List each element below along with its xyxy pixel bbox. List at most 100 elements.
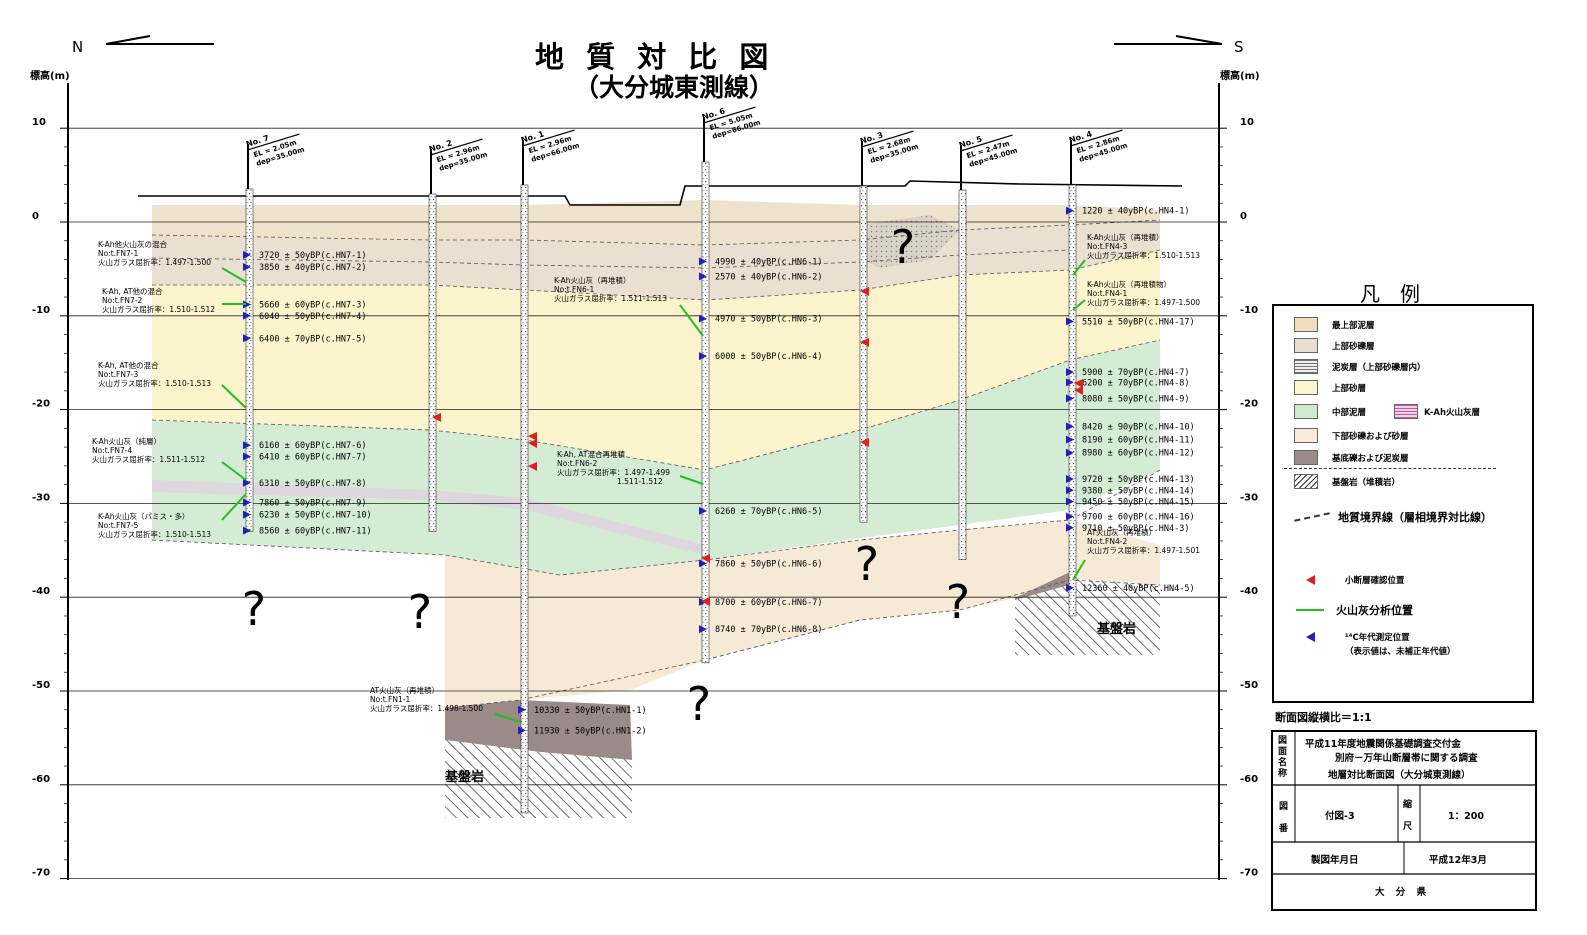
borehole-column <box>859 185 868 523</box>
legend-item: K-Ah火山灰層 <box>1394 404 1480 419</box>
bedrock-label: 基盤岩 <box>444 769 484 785</box>
c14-age-label: 3850 ± 40yBP(c.HN7-2) <box>259 263 366 273</box>
c14-age-label: 9700 ± 60yBP(c.HN4-16) <box>1082 513 1195 523</box>
legend-item: 基盤岩（堆積岩） <box>1294 474 1400 489</box>
c14-sample-marker <box>1066 317 1074 326</box>
fault-marker <box>528 462 537 471</box>
c14-sample-marker <box>699 314 707 323</box>
tick-label-right: -50 <box>1240 680 1258 691</box>
c14-age-label: 5660 ± 60yBP(c.HN7-3) <box>259 301 366 311</box>
fault-marker <box>432 413 441 422</box>
c14-age-label: 10330 ± 50yBP(c.HN1-1) <box>534 706 647 716</box>
base-gravel-layer <box>445 700 632 760</box>
c14-age-label: 6310 ± 50yBP(c.HN7-8) <box>259 479 366 489</box>
drawing-name-line1: 平成11年度地震関係基礎調査交付金 <box>1305 739 1461 750</box>
c14-sample-marker <box>1066 583 1074 592</box>
ash-note: K-Ah火山灰（再堆積）No:t.FN4-3火山ガラス屈折率：1.510-1.5… <box>1087 232 1200 260</box>
peat-lens <box>860 215 960 268</box>
legend-item: 中部泥層 <box>1294 404 1366 419</box>
drawing-name-label: 図面名称 <box>1278 736 1288 779</box>
c14-age-label: 8740 ± 70yBP(c.HN6-8) <box>715 625 822 635</box>
tick-label-right: -10 <box>1240 305 1258 316</box>
legend-label: 中部泥層 <box>1332 407 1367 418</box>
legend-swatch <box>1294 338 1318 353</box>
c14-sample-marker <box>1066 475 1074 484</box>
c14-age-label: 7860 ± 50yBP(c.HN6-6) <box>715 559 822 569</box>
tick-label-right: -70 <box>1240 868 1258 879</box>
c14-age-label: 11930 ± 50yBP(c.HN1-2) <box>534 726 647 736</box>
c14-sample-marker <box>1066 368 1074 377</box>
ash-note-line: K-Ah他火山灰の混合 <box>98 239 168 249</box>
ash-analysis-arrows <box>221 259 1086 723</box>
question-mark: ? <box>408 585 432 639</box>
c14-sample-marker <box>1066 486 1074 495</box>
legend-swatch <box>1394 404 1418 419</box>
c14-sample-marker <box>243 334 251 343</box>
c14-sample-marker <box>243 250 251 259</box>
c14-sample-marker <box>243 526 251 535</box>
c14-sample-marker <box>699 559 707 568</box>
ash-note-line: AT火山灰（再堆積） <box>370 685 439 695</box>
title-block: 図面名称 平成11年度地震関係基礎調査交付金 別府－万年山断層帯に関する調査 地… <box>1271 730 1537 911</box>
ash-note-line: 火山ガラス屈折率：1.510-1.513 <box>98 529 211 539</box>
drawing-name-line2: 別府－万年山断層帯に関する調査 <box>1335 753 1478 764</box>
ash-note-line: No:t.FN4-3 <box>1087 242 1127 251</box>
legend-label: 小断層確認位置 <box>1345 576 1405 586</box>
c14-age-label: 8700 ± 60yBP(c.HN6-7) <box>715 598 822 608</box>
legend-swatch <box>1294 450 1318 465</box>
fault-marker <box>528 439 537 448</box>
question-mark: ? <box>891 220 915 274</box>
borehole-column <box>245 188 254 532</box>
axis-label-right: 標高(m) <box>1220 69 1260 82</box>
c14-sample-marker <box>699 352 707 361</box>
c14-sample-marker <box>243 452 251 461</box>
tick-label-left: -20 <box>32 399 50 410</box>
elevation-ticks-left: 100-10-20-30-40-50-60-70 <box>32 117 68 880</box>
legend-label: 地質境界線（層相境界対比線） <box>1338 511 1492 524</box>
ash-note-line: 火山ガラス屈折率：1.510-1.513 <box>1087 250 1200 260</box>
c14-age-label: 6040 ± 50yBP(c.HN7-4) <box>259 312 366 322</box>
c14-sample-marker <box>1066 435 1074 444</box>
ash-note: K-Ah火山灰（純層）No:t.FN7-4火山ガラス屈折率：1.511-1.51… <box>92 436 205 464</box>
legend-label: 上部砂礫層 <box>1332 341 1375 352</box>
ash-note-line: K-Ah, AT他の混合 <box>102 286 163 296</box>
c14-age-label: 4990 ± 40yBP(c.HN6-1) <box>715 257 822 267</box>
legend-swatch <box>1294 512 1330 522</box>
fault-marker <box>1074 379 1083 388</box>
tick-label-left: 0 <box>32 211 39 222</box>
c14-sample-marker <box>243 263 251 272</box>
page-title: 地 質 対 比 図 <box>535 40 775 74</box>
ash-note-line: No:t.FN6-2 <box>557 459 597 468</box>
legend-label: 上部砂層 <box>1332 383 1367 394</box>
c14-age-label: 6410 ± 60yBP(c.HN7-7) <box>259 453 366 463</box>
c14-sample-marker <box>243 478 251 487</box>
ash-note-line: 火山ガラス屈折率：1.511-1.512 <box>92 454 205 464</box>
c14-age-label: 9450 ± 50yBP(c.HN4-15) <box>1082 498 1195 508</box>
legend-swatch <box>1294 428 1318 443</box>
legend-item: 小断層確認位置 <box>1294 574 1405 586</box>
legend-label: 下部砂礫および砂層 <box>1332 431 1409 442</box>
legend-swatch <box>1294 474 1318 489</box>
c14-age-label: 8080 ± 50yBP(c.HN4-9) <box>1082 394 1189 404</box>
drawing-name-line3: 地層対比断面図（大分城東測線） <box>1328 770 1471 781</box>
c14-age-label: 12360 ± 40yBP(c.HN4-5) <box>1082 584 1195 594</box>
c14-sample-marker <box>699 272 707 281</box>
ash-note: K-Ah他火山灰の混合No:t.FN7-1火山ガラス屈折率：1.497-1.50… <box>98 239 211 267</box>
tick-label-left: -60 <box>32 774 50 785</box>
legend-swatch <box>1294 317 1318 332</box>
fault-marker <box>701 597 710 606</box>
borehole-column <box>520 184 529 814</box>
ash-note-line: K-Ah, AT他の混合 <box>98 360 159 370</box>
ash-note-line: K-Ah, AT混合再堆積 <box>557 449 625 459</box>
c14-age-label: 3720 ± 50yBP(c.HN7-1) <box>259 251 366 261</box>
legend-item: 基底礫および泥炭層 <box>1294 450 1409 465</box>
c14-sample-marker <box>1066 512 1074 521</box>
ash-note: K-Ah, AT他の混合No:t.FN7-2火山ガラス屈折率：1.510-1.5… <box>102 286 215 314</box>
